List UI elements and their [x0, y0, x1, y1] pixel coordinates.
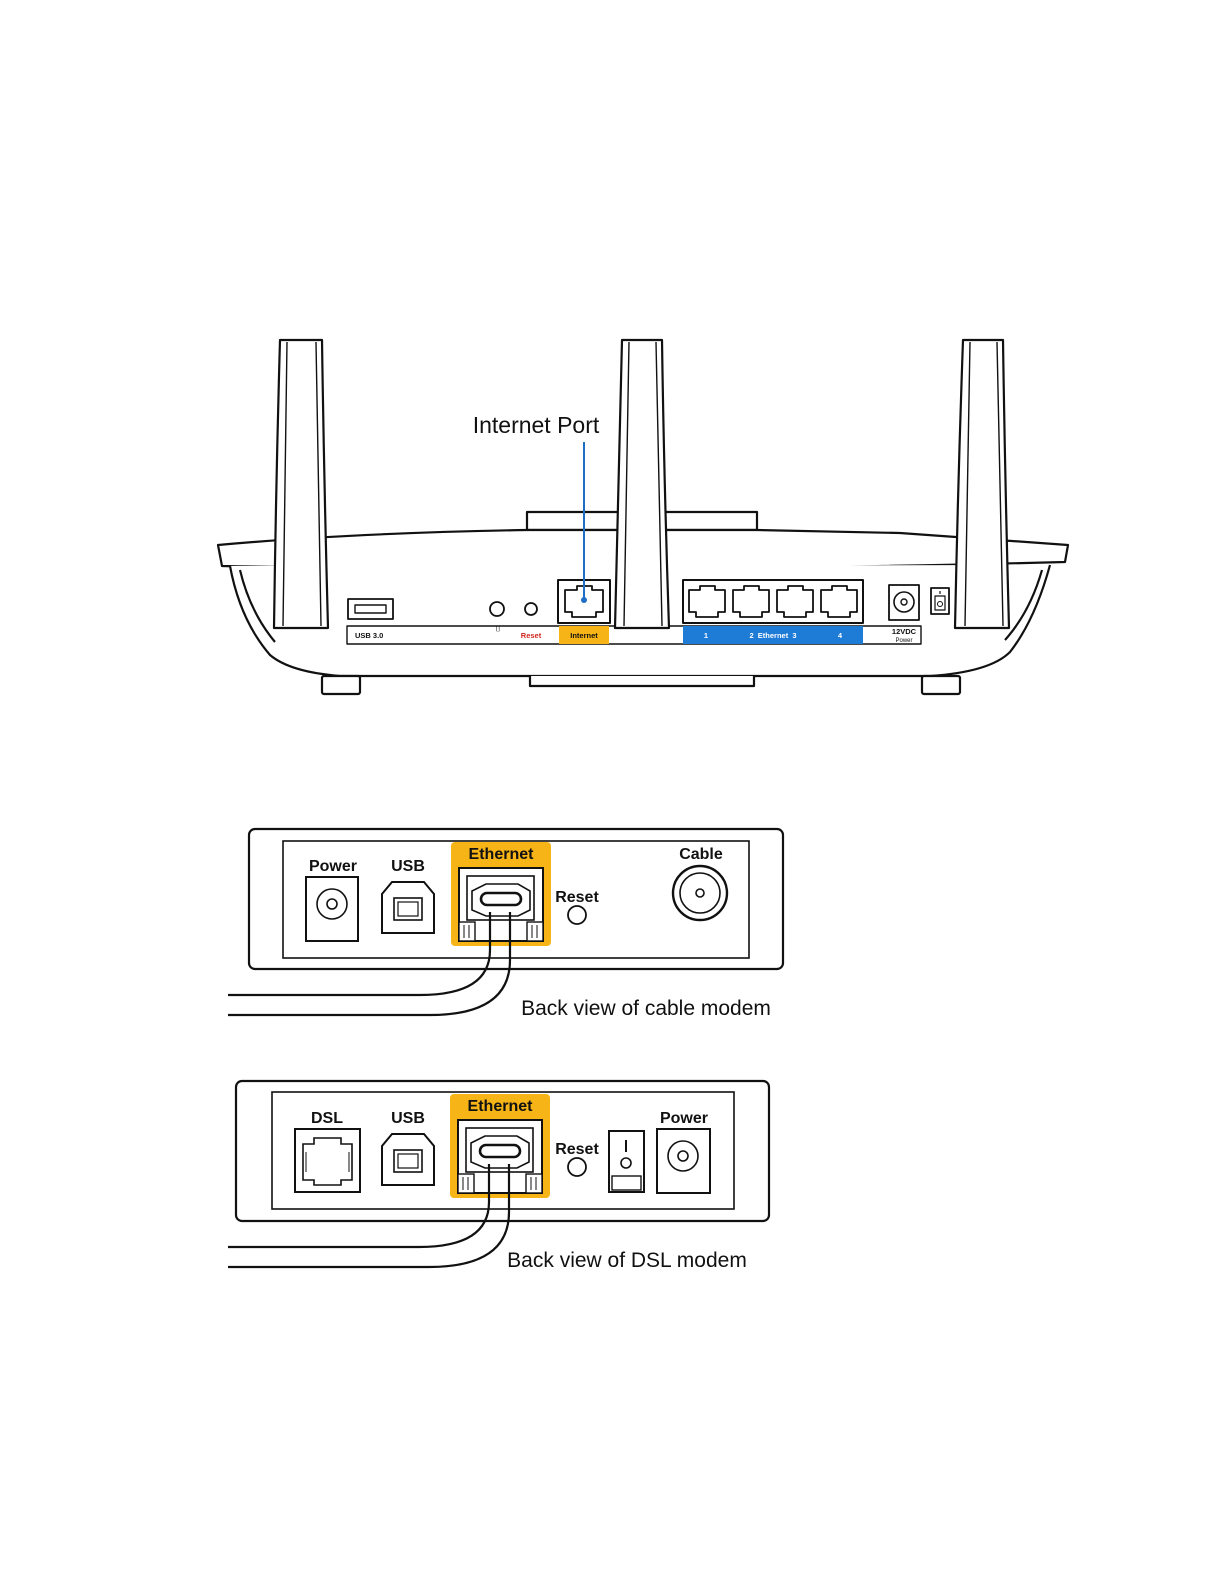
- cable-modem-reset-button: [567, 905, 587, 925]
- cable-modem-power-label: Power: [309, 858, 357, 875]
- usb-label: USB 3.0: [355, 631, 383, 640]
- internet-label-highlight: [559, 626, 609, 644]
- reset-label: Reset: [521, 631, 542, 640]
- dsl-modem-dsl-label: DSL: [311, 1110, 343, 1127]
- ethernet-label: 2 Ethernet 3: [749, 631, 796, 640]
- router-power-jack: [888, 584, 920, 621]
- dsl-modem-caption: Back view of DSL modem: [507, 1249, 747, 1272]
- cable-modem-ethernet-cable: [228, 912, 512, 1017]
- router-illustration: [216, 338, 1070, 696]
- cable-modem-usb-label: USB: [391, 858, 425, 875]
- ethernet-port-4-label: 4: [838, 631, 843, 640]
- cable-modem-illustration: [228, 827, 785, 1017]
- ethernet-port-1-label: 1: [704, 631, 708, 640]
- antenna-right: [953, 338, 1011, 630]
- internet-port-callout: Internet Port: [473, 412, 600, 438]
- dsl-modem-power-jack: [656, 1128, 711, 1194]
- cable-modem-ethernet-port: [458, 867, 544, 942]
- dsl-modem-power-label: Power: [660, 1110, 708, 1127]
- router-power-switch: [930, 587, 950, 615]
- router-wps-button: [489, 601, 505, 617]
- dsl-modem-illustration: [228, 1079, 771, 1269]
- cable-modem-ethernet-label: Ethernet: [469, 846, 535, 863]
- internet-label: Internet: [570, 631, 598, 640]
- callout-dot: [581, 597, 587, 603]
- ethernet-label-bar: [683, 626, 863, 644]
- dsl-modem-usb-label: USB: [391, 1110, 425, 1127]
- router-reset-button: [524, 602, 538, 616]
- cable-modem-usb-port: [381, 881, 435, 934]
- cable-modem-power-jack: [305, 876, 359, 942]
- router-foot-right: [920, 674, 962, 696]
- wps-icon: ⌷: [495, 624, 501, 633]
- power-voltage-label: 12VDC: [892, 627, 917, 636]
- dsl-modem-reset-label: Reset: [555, 1141, 599, 1158]
- dsl-modem-usb-port: [381, 1133, 435, 1186]
- dsl-modem-phone-port: [294, 1128, 361, 1193]
- dsl-modem-ethernet-label: Ethernet: [468, 1098, 534, 1115]
- cable-modem-caption: Back view of cable modem: [521, 997, 771, 1020]
- router-internet-port: [557, 579, 611, 624]
- power-label: Power: [895, 638, 912, 644]
- antenna-left: [272, 338, 330, 630]
- router-foot-left: [320, 674, 362, 696]
- cable-modem-coax-connector: [671, 864, 729, 922]
- dsl-modem-ethernet-cable: [228, 1164, 511, 1269]
- antenna-center: [613, 338, 671, 630]
- dsl-modem-ethernet-port: [457, 1119, 543, 1194]
- dsl-modem-power-switch: [608, 1130, 645, 1193]
- router-ethernet-ports: [682, 579, 864, 624]
- dsl-modem-reset-button: [567, 1157, 587, 1177]
- cable-modem-cable-label: Cable: [679, 846, 723, 863]
- cable-modem-reset-label: Reset: [555, 889, 599, 906]
